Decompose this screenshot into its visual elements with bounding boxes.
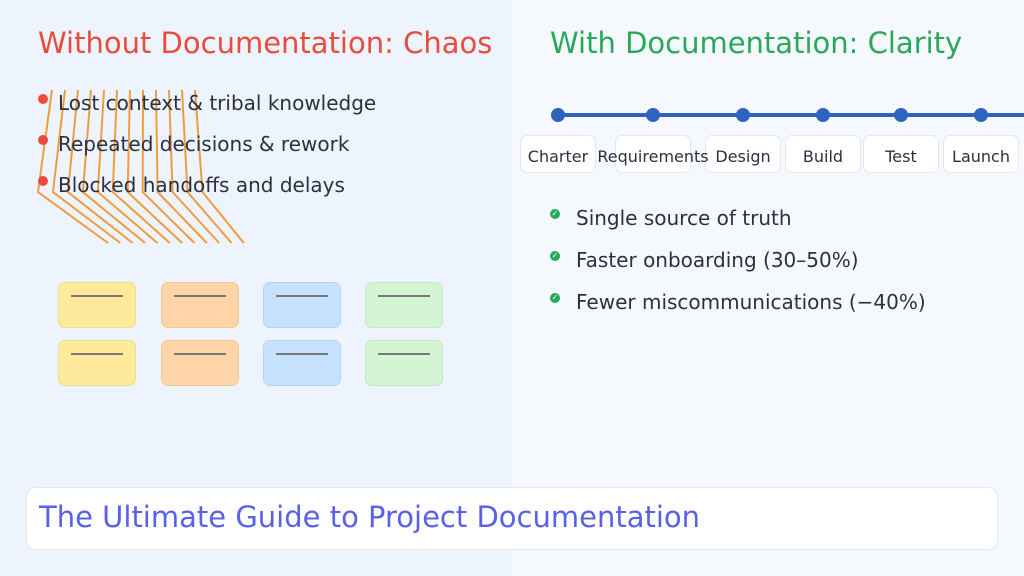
timeline-node [974, 108, 988, 122]
chaos-line [141, 89, 196, 244]
footer-banner: The Ultimate Guide to Project Documentat… [26, 487, 998, 550]
chaos-line [36, 89, 109, 244]
sticky-note [161, 282, 239, 328]
bullet-icon [38, 135, 48, 145]
timeline-label-text: Charter [527, 147, 589, 166]
tangled-lines-graphic [36, 89, 245, 244]
bullet-icon [38, 176, 48, 186]
timeline-box [615, 135, 691, 173]
timeline-node [551, 108, 565, 122]
timeline-box [863, 135, 939, 173]
timeline-label-text: Launch [952, 147, 1010, 166]
clarity-title: With Documentation: Clarity [550, 26, 963, 60]
clarity-bullet: Faster onboarding (30–50%) [576, 248, 859, 272]
timeline-node [894, 108, 908, 122]
chaos-bullet: Blocked handoffs and delays [58, 173, 345, 197]
chaos-line [66, 89, 134, 244]
sticky-note [58, 340, 136, 386]
timeline-box [943, 135, 1019, 173]
chaos-title: Without Documentation: Chaos [38, 26, 493, 60]
bullet-icon [38, 94, 48, 104]
chaos-bullet: Lost context & tribal knowledge [58, 91, 377, 115]
check-icon: ✓ [550, 251, 560, 261]
timeline-label-text: Build [802, 147, 844, 166]
timeline-label-text: Design [715, 147, 771, 166]
check-icon: ✓ [550, 209, 560, 219]
timeline-node [816, 108, 830, 122]
clarity-panel: With Documentation: Clarity Charter Requ… [512, 0, 1024, 576]
chaos-line [155, 89, 208, 244]
timeline-box [785, 135, 861, 173]
sticky-note [365, 282, 443, 328]
chaos-line [126, 89, 183, 244]
sticky-note [263, 282, 341, 328]
sticky-note [161, 340, 239, 386]
chaos-line [181, 89, 233, 244]
chaos-line [194, 89, 245, 244]
timeline-box [705, 135, 781, 173]
chaos-panel: Without Documentation: Chaos Lost contex… [0, 0, 512, 576]
timeline-node [646, 108, 660, 122]
timeline-label-text: Test [885, 147, 917, 166]
chaos-line [96, 89, 159, 244]
timeline-label-text: Requirements [597, 147, 709, 166]
clarity-bullet: Single source of truth [576, 206, 792, 230]
timeline-line [558, 113, 1024, 117]
sticky-note [365, 340, 443, 386]
sticky-note [58, 282, 136, 328]
check-icon: ✓ [550, 293, 560, 303]
chaos-line [51, 89, 121, 244]
main-title: The Ultimate Guide to Project Documentat… [39, 500, 701, 534]
chaos-line [111, 89, 171, 244]
timeline-node [736, 108, 750, 122]
chaos-line [81, 89, 146, 244]
chaos-line [168, 89, 220, 244]
chaos-bullet: Repeated decisions & rework [58, 132, 350, 156]
sticky-note [263, 340, 341, 386]
clarity-bullet: Fewer miscommunications (−40%) [576, 290, 926, 314]
timeline-box [520, 135, 596, 173]
